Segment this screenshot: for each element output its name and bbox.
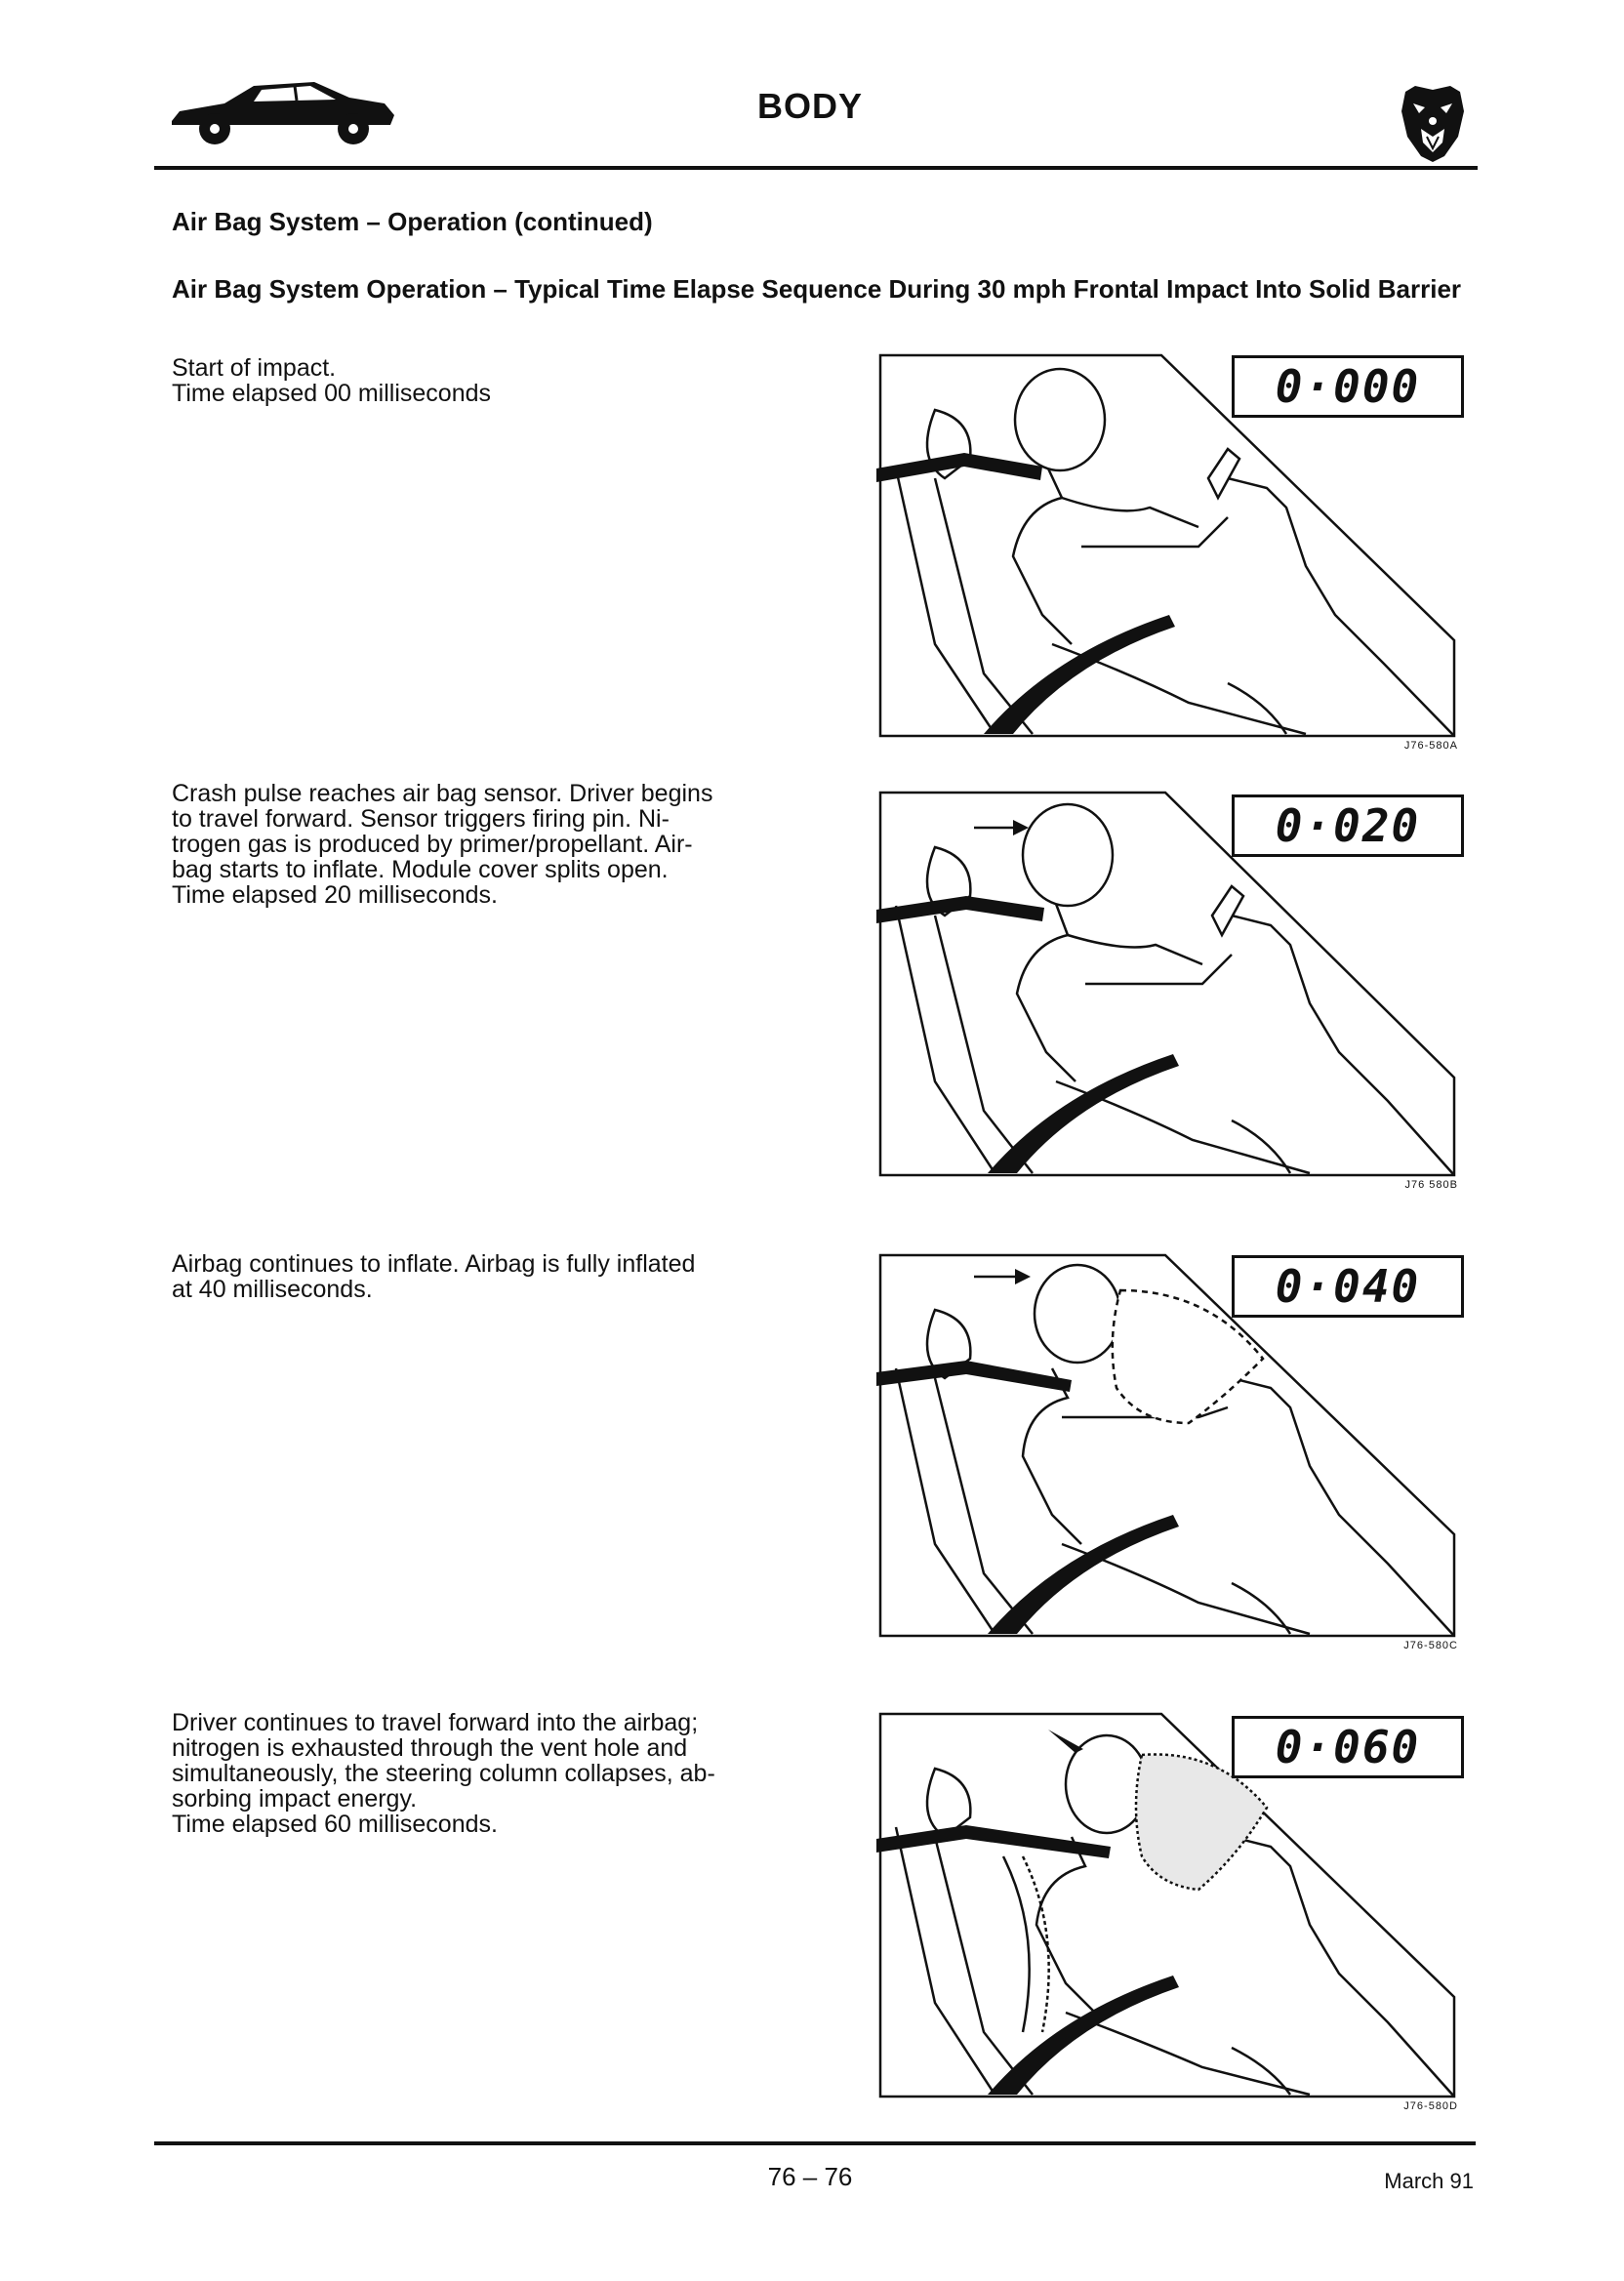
revision-date: March 91 — [1337, 2169, 1474, 2194]
timer-readout: 0·040 — [1276, 1260, 1420, 1313]
figure-reference-2: J76 580B — [1302, 1179, 1458, 1191]
timer-readout: 0·060 — [1276, 1721, 1420, 1773]
section-title: Air Bag System – Operation (continued) — [172, 207, 653, 237]
elapsed-timer-1: 0·000 — [1232, 355, 1464, 418]
step-3-text: Airbag continues to inflate. Airbag is f… — [172, 1251, 816, 1302]
footer-rule — [154, 2141, 1476, 2145]
page-header-title: BODY — [712, 86, 908, 127]
figure-reference-1: J76-580A — [1302, 740, 1458, 752]
figure-reference-3: J76-580C — [1302, 1640, 1458, 1651]
timer-readout: 0·000 — [1276, 360, 1420, 413]
page-number: 76 – 76 — [722, 2162, 898, 2192]
jaguar-head-logo — [1398, 82, 1468, 164]
step-4-text: Driver continues to travel forward into … — [172, 1710, 816, 1837]
elapsed-timer-3: 0·040 — [1232, 1255, 1464, 1318]
figure-reference-4: J76-580D — [1302, 2100, 1458, 2112]
step-2-text: Crash pulse reaches air bag sensor. Driv… — [172, 781, 816, 908]
elapsed-timer-4: 0·060 — [1232, 1716, 1464, 1778]
step-1-text: Start of impact. Time elapsed 00 millise… — [172, 355, 816, 406]
elapsed-timer-2: 0·020 — [1232, 794, 1464, 857]
header-rule — [154, 166, 1478, 170]
car-silhouette-icon — [168, 64, 398, 152]
timer-readout: 0·020 — [1276, 799, 1420, 852]
sequence-subtitle: Air Bag System Operation – Typical Time … — [172, 275, 1470, 303]
